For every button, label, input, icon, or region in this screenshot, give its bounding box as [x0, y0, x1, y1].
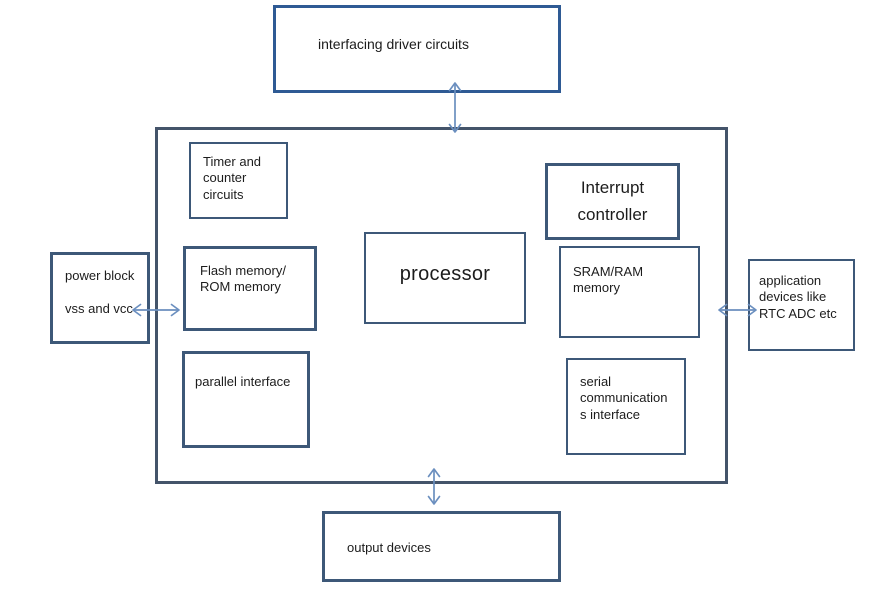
block-label: output devices [347, 540, 431, 555]
block-serial-communications-interface: serial communication s interface [566, 358, 686, 455]
block-label: Timer and counter circuits [203, 154, 262, 202]
block-label: Flash memory/ ROM memory [200, 263, 286, 295]
block-processor: processor [364, 232, 526, 324]
block-label: SRAM/RAM memory [573, 264, 644, 296]
block-interrupt-controller: Interrupt controller [545, 163, 680, 240]
block-sram-ram-memory: SRAM/RAM memory [559, 246, 700, 338]
block-label: Interrupt controller [577, 178, 648, 224]
block-timer-counter-circuits: Timer and counter circuits [189, 142, 288, 219]
block-power-vss-vcc: power block vss and vcc [50, 252, 150, 344]
block-output-devices: output devices [322, 511, 561, 582]
block-parallel-interface: parallel interface [182, 351, 310, 448]
block-flash-rom-memory: Flash memory/ ROM memory [183, 246, 317, 331]
block-label: processor [399, 262, 491, 285]
block-label: parallel interface [195, 374, 291, 389]
block-label: power block vss and vcc [65, 268, 135, 316]
block-application-devices: application devices like RTC ADC etc [748, 259, 855, 351]
block-label: serial communication s interface [580, 374, 668, 422]
block-interfacing-driver-circuits: interfacing driver circuits [273, 5, 561, 93]
block-label: interfacing driver circuits [318, 36, 469, 52]
block-label: application devices like RTC ADC etc [759, 273, 837, 321]
